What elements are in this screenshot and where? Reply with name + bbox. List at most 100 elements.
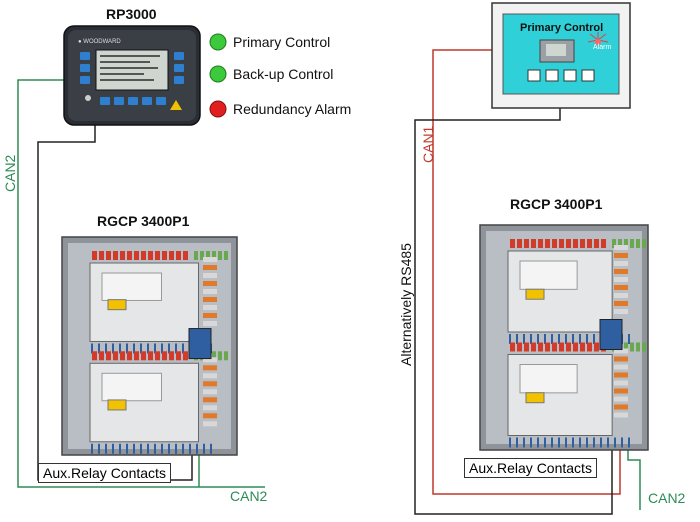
terminal [194, 251, 198, 260]
terminal [155, 251, 160, 260]
primary-control-label: Primary Control [233, 34, 331, 50]
terminal [566, 342, 571, 352]
terminal [566, 239, 571, 248]
terminal [630, 239, 634, 248]
terminal [212, 251, 216, 260]
terminal [99, 351, 104, 361]
terminal-block [203, 421, 217, 427]
terminal [176, 351, 181, 361]
terminal [92, 251, 97, 260]
terminal [630, 342, 634, 352]
terminal-block [203, 389, 217, 395]
terminal [510, 239, 515, 248]
module-panel [519, 260, 578, 290]
terminal-block [203, 381, 217, 387]
terminal [587, 239, 592, 248]
terminal-block [203, 365, 217, 371]
can2-left-vertical-label: CAN2 [2, 154, 18, 192]
terminal [183, 251, 188, 260]
redundancy-alarm-label: Redundancy Alarm [233, 101, 352, 117]
wire-rp3000-rgcp-left [37, 125, 193, 481]
terminal-block [203, 289, 217, 294]
terminal-block [203, 281, 217, 286]
hmi-screen-title: Primary Control [520, 22, 604, 34]
terminal-block [614, 261, 628, 266]
terminal-block [203, 397, 217, 403]
terminal-block [203, 305, 217, 310]
terminal [127, 351, 132, 361]
backup-control-label: Back-up Control [233, 66, 334, 82]
aux-relay-contacts-left: Aux.Relay Contacts [38, 463, 171, 483]
terminal [224, 251, 228, 260]
rp3000-controller: ● WOODWARD [63, 25, 201, 126]
can2-wire-left [17, 79, 265, 488]
warning-label [525, 392, 545, 404]
terminal-block [614, 348, 628, 354]
terminal-block [203, 265, 217, 270]
terminal [517, 239, 522, 248]
io-device [188, 328, 212, 360]
terminal [531, 239, 536, 248]
can1-wire [432, 49, 621, 495]
terminal [642, 342, 646, 352]
rgcp-cabinet-left [61, 236, 238, 456]
terminal-block [203, 257, 217, 262]
terminal [524, 239, 529, 248]
io-device [599, 319, 623, 350]
terminal-block [614, 301, 628, 306]
terminal [169, 351, 174, 361]
module-panel [101, 372, 162, 402]
terminal [148, 251, 153, 260]
terminal [538, 239, 543, 248]
terminal-block [614, 293, 628, 298]
terminal [141, 351, 146, 361]
terminal-block [614, 277, 628, 282]
terminal [587, 342, 592, 352]
terminal [545, 342, 550, 352]
terminal-block [614, 269, 628, 274]
terminal [624, 342, 628, 352]
terminal [113, 251, 118, 260]
terminal [206, 251, 210, 260]
terminal [612, 239, 616, 248]
terminal-block [614, 285, 628, 290]
terminal-block [203, 357, 217, 363]
terminal [106, 351, 111, 361]
terminal [92, 351, 97, 361]
terminal [212, 351, 216, 361]
terminal [559, 342, 564, 352]
svg-text:● WOODWARD: ● WOODWARD [78, 39, 121, 45]
primary-control-lamp [209, 33, 227, 51]
terminal [183, 351, 188, 361]
terminal [538, 342, 543, 352]
terminal-block [614, 396, 628, 402]
terminal [200, 251, 204, 260]
terminal [176, 251, 181, 260]
terminal [120, 251, 125, 260]
terminal [573, 239, 578, 248]
rgcp-left-title: RGCP 3400P1 [97, 213, 190, 229]
terminal-block [203, 313, 217, 318]
terminal-block [614, 364, 628, 370]
terminal [120, 351, 125, 361]
backup-control-lamp [209, 65, 227, 83]
terminal [594, 342, 599, 352]
terminal [218, 251, 222, 260]
terminal [169, 251, 174, 260]
terminal [134, 251, 139, 260]
redundancy-alarm-lamp [209, 100, 227, 118]
terminal [134, 351, 139, 361]
terminal [517, 342, 522, 352]
rs485-label: Alternatively RS485 [398, 243, 414, 366]
rgcp-right-title: RGCP 3400P1 [510, 196, 603, 212]
terminal-block [203, 373, 217, 379]
terminal [510, 342, 515, 352]
terminal-block [203, 321, 217, 326]
module-panel [101, 272, 162, 301]
aux-relay-contacts-right: Aux.Relay Contacts [464, 458, 597, 478]
terminal-block [614, 388, 628, 394]
rp3000-title: RP3000 [106, 6, 157, 22]
terminal [531, 342, 536, 352]
warning-label [107, 399, 127, 411]
terminal-block [203, 405, 217, 411]
